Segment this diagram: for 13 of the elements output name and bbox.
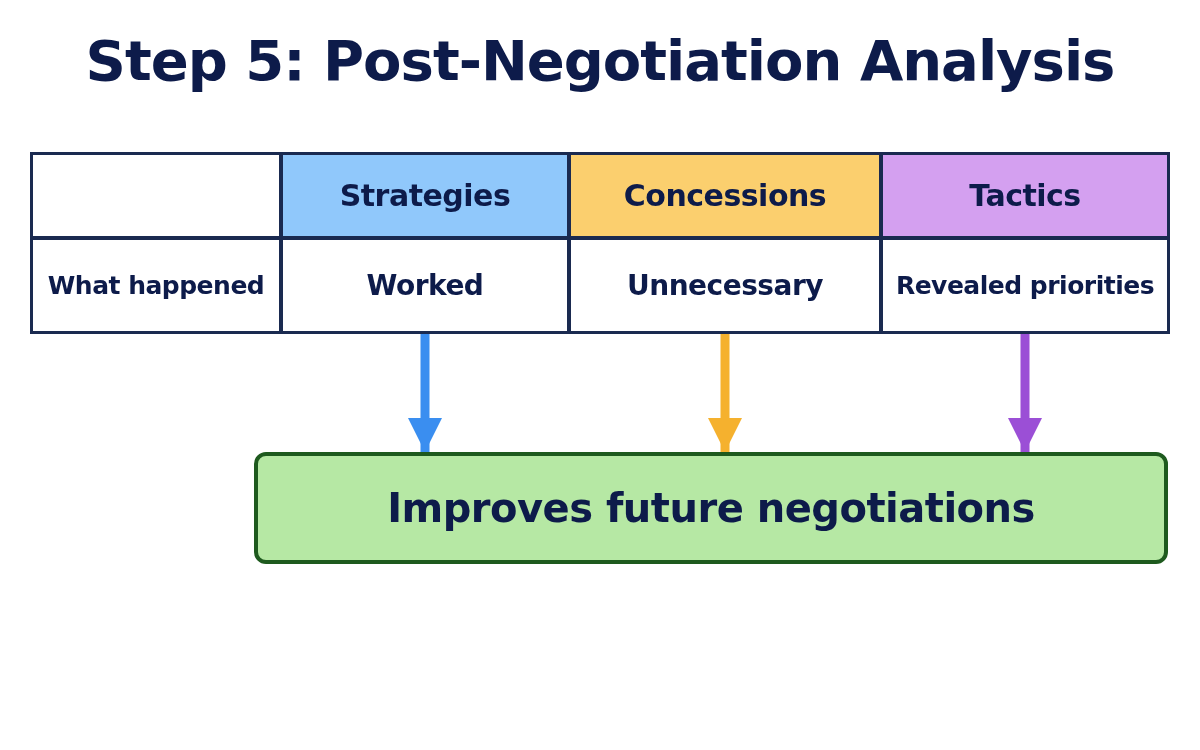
table-header-cell: Strategies: [280, 152, 570, 239]
table-cell: Unnecessary: [568, 237, 882, 334]
table-cell: What happened: [30, 237, 282, 334]
arrow: [408, 334, 442, 452]
table-header-cell: Concessions: [568, 152, 882, 239]
table-cell: Worked: [280, 237, 570, 334]
arrow: [708, 334, 742, 452]
table-cell: [30, 152, 282, 239]
table-header-cell: Tactics: [880, 152, 1170, 239]
table-cell: Revealed priorities: [880, 237, 1170, 334]
result-box: Improves future negotiations: [254, 452, 1168, 564]
arrow: [1008, 334, 1042, 452]
diagram-title: Step 5: Post-Negotiation Analysis: [84, 28, 1116, 93]
